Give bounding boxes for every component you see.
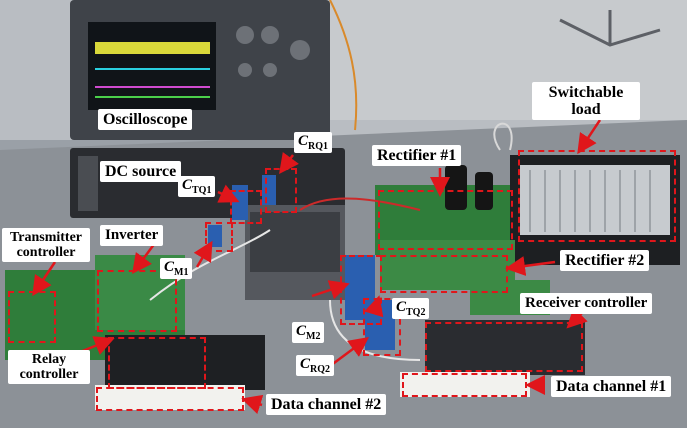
label-oscilloscope: Oscilloscope bbox=[98, 109, 193, 130]
oscilloscope-screen bbox=[88, 22, 216, 110]
box-cm1 bbox=[205, 222, 233, 252]
label-rectifier2: Rectifier #2 bbox=[560, 250, 650, 271]
box-crq1 bbox=[265, 168, 297, 213]
label-dc-source: DC source bbox=[100, 161, 182, 182]
label-cm1: CM1 bbox=[160, 258, 193, 279]
label-ctq1: CTQ1 bbox=[178, 176, 216, 197]
label-switchable-load: Switchable load bbox=[532, 82, 640, 120]
label-relay-controller: Relay controller bbox=[8, 350, 90, 384]
box-switchable-load bbox=[518, 150, 676, 242]
label-data-channel2: Data channel #2 bbox=[266, 394, 387, 415]
box-relay-controller bbox=[108, 337, 206, 389]
label-crq2: CRQ2 bbox=[296, 355, 335, 376]
box-rectifier2 bbox=[380, 255, 508, 293]
label-ctq2: CTQ2 bbox=[392, 298, 430, 319]
label-cm2: CM2 bbox=[292, 322, 325, 343]
label-inverter: Inverter bbox=[100, 225, 164, 246]
label-rectifier1: Rectifier #1 bbox=[372, 145, 462, 166]
box-ctq1 bbox=[230, 190, 262, 224]
box-inverter bbox=[97, 270, 177, 332]
box-transmitter-controller bbox=[8, 291, 56, 343]
label-crq1: CRQ1 bbox=[294, 132, 333, 153]
box-data-channel2 bbox=[96, 387, 244, 411]
box-receiver-controller bbox=[425, 322, 583, 372]
label-transmitter-controller: Transmitter controller bbox=[2, 228, 90, 262]
label-receiver-controller: Receiver controller bbox=[520, 293, 653, 314]
box-rectifier1 bbox=[378, 190, 513, 250]
box-data-channel1 bbox=[402, 373, 527, 397]
label-data-channel1: Data channel #1 bbox=[551, 376, 672, 397]
